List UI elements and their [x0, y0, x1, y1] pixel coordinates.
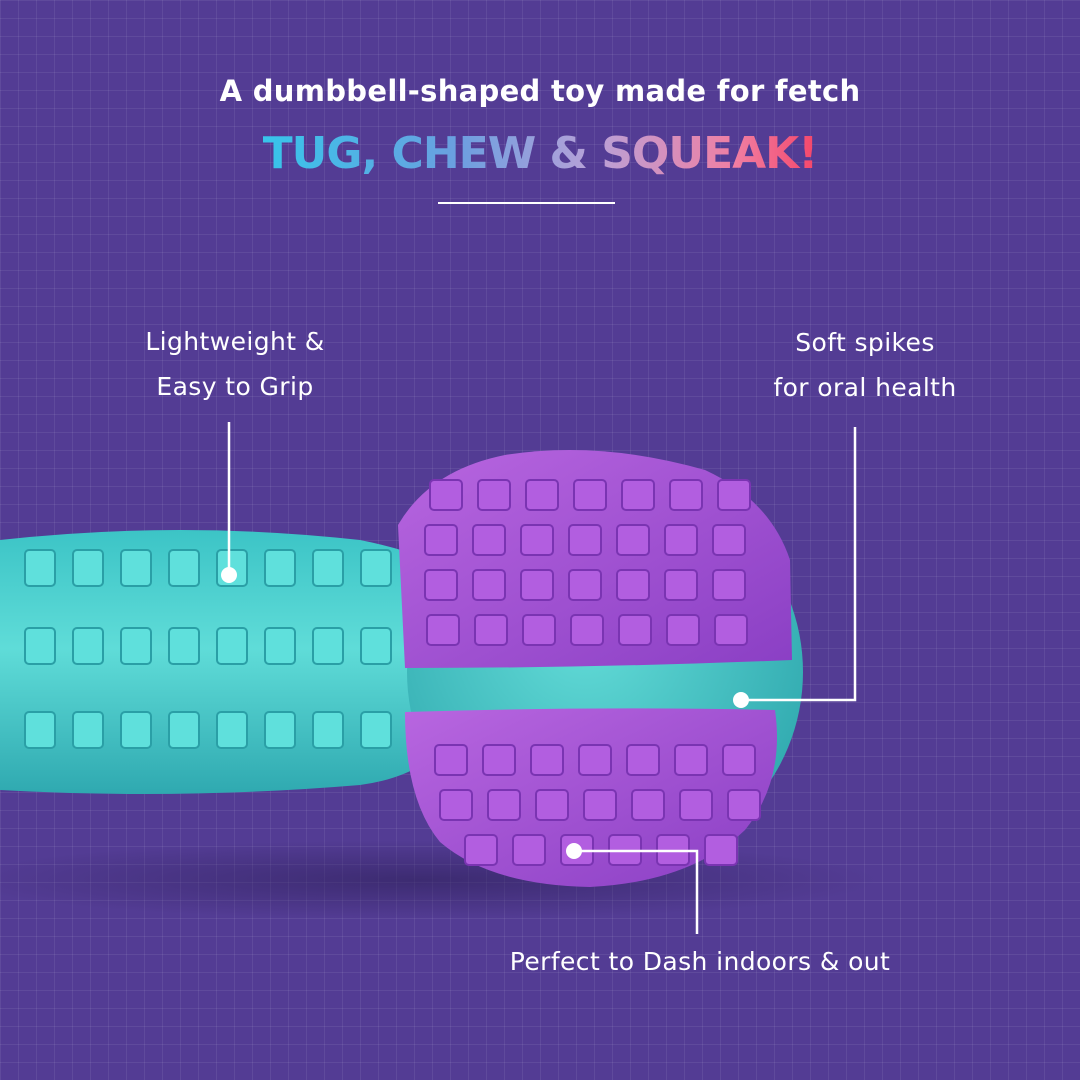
callout-line-spikes [741, 427, 857, 702]
handle-nub [168, 711, 200, 749]
ball-nub [626, 744, 660, 776]
ball-nub [439, 789, 473, 821]
ball-nub [525, 479, 559, 511]
ball-nub [570, 614, 604, 646]
handle-nub [264, 549, 296, 587]
handle-nub [24, 627, 56, 665]
handle-nub [264, 711, 296, 749]
ball-nub [464, 834, 498, 866]
callout-spikes-line2: for oral health [773, 373, 957, 402]
callout-spikes-line1: Soft spikes [795, 328, 935, 357]
ball-nub [424, 569, 458, 601]
ball-nub [664, 569, 698, 601]
headline-text: TUG, CHEW & SQUEAK! [262, 128, 819, 179]
handle-nub [360, 627, 392, 665]
handle-nub [216, 711, 248, 749]
ball-nub [568, 569, 602, 601]
handle-nubs [24, 549, 392, 749]
handle-nub [312, 627, 344, 665]
callout-grip-line1: Lightweight & [145, 327, 325, 356]
handle-nub [120, 549, 152, 587]
ball-nub [487, 789, 521, 821]
ball-nub [520, 524, 554, 556]
subtitle: A dumbbell-shaped toy made for fetch [219, 74, 861, 108]
handle-nub [24, 549, 56, 587]
callout-grip: Lightweight & Easy to Grip [110, 319, 360, 409]
callout-dash-line1: Perfect to Dash indoors & out [509, 947, 891, 976]
handle-nub [72, 711, 104, 749]
handle-nub [216, 627, 248, 665]
callout-dot-dash [566, 843, 582, 859]
callout-dot-spikes [733, 692, 749, 708]
ball-nub [722, 744, 756, 776]
handle-nub [360, 711, 392, 749]
toy-shadow [0, 840, 880, 920]
ball-nubs [424, 479, 761, 866]
callout-spikes: Soft spikes for oral health [730, 320, 1000, 410]
ball-nub [631, 789, 665, 821]
callout-dash: Perfect to Dash indoors & out [470, 939, 930, 984]
ball-nub [712, 569, 746, 601]
handle-nub [168, 627, 200, 665]
title-divider [438, 202, 615, 204]
handle-nub [120, 711, 152, 749]
ball-nub [714, 614, 748, 646]
ball-nub [621, 479, 655, 511]
ball-nub [616, 569, 650, 601]
ball-nub [477, 479, 511, 511]
ball-nub [429, 479, 463, 511]
handle-nub [360, 549, 392, 587]
ball-nub [669, 479, 703, 511]
ball-nub [520, 569, 554, 601]
callout-grip-line2: Easy to Grip [156, 372, 314, 401]
ball-nub [535, 789, 569, 821]
callout-dot-grip [221, 567, 237, 583]
ball-nub [674, 744, 708, 776]
handle-nub [264, 627, 296, 665]
ball-nub [434, 744, 468, 776]
handle-nub [312, 711, 344, 749]
ball-nub [472, 569, 506, 601]
ball-nub [474, 614, 508, 646]
ball-nub [522, 614, 556, 646]
ball-nub [583, 789, 617, 821]
ball-nub [664, 524, 698, 556]
ball-nub [616, 524, 650, 556]
ball-nub [666, 614, 700, 646]
handle-nub [120, 627, 152, 665]
ball-nub [717, 479, 751, 511]
ball-nub [712, 524, 746, 556]
ball-nub [426, 614, 460, 646]
headline: TUG, CHEW & SQUEAK! [0, 128, 1080, 179]
ball-nub [573, 479, 607, 511]
handle-nub [312, 549, 344, 587]
ball-nub [424, 524, 458, 556]
ball-nub [679, 789, 713, 821]
ball-nub [530, 744, 564, 776]
ball-nub [704, 834, 738, 866]
handle-nub [24, 711, 56, 749]
handle-nub [72, 549, 104, 587]
ball-nub [727, 789, 761, 821]
ball-nub [472, 524, 506, 556]
callout-line-dash [574, 849, 699, 934]
ball-nub [512, 834, 546, 866]
ball-nub [482, 744, 516, 776]
handle-nub [72, 627, 104, 665]
handle-nub [168, 549, 200, 587]
ball-nub [578, 744, 612, 776]
ball-nub [618, 614, 652, 646]
ball-nub [568, 524, 602, 556]
